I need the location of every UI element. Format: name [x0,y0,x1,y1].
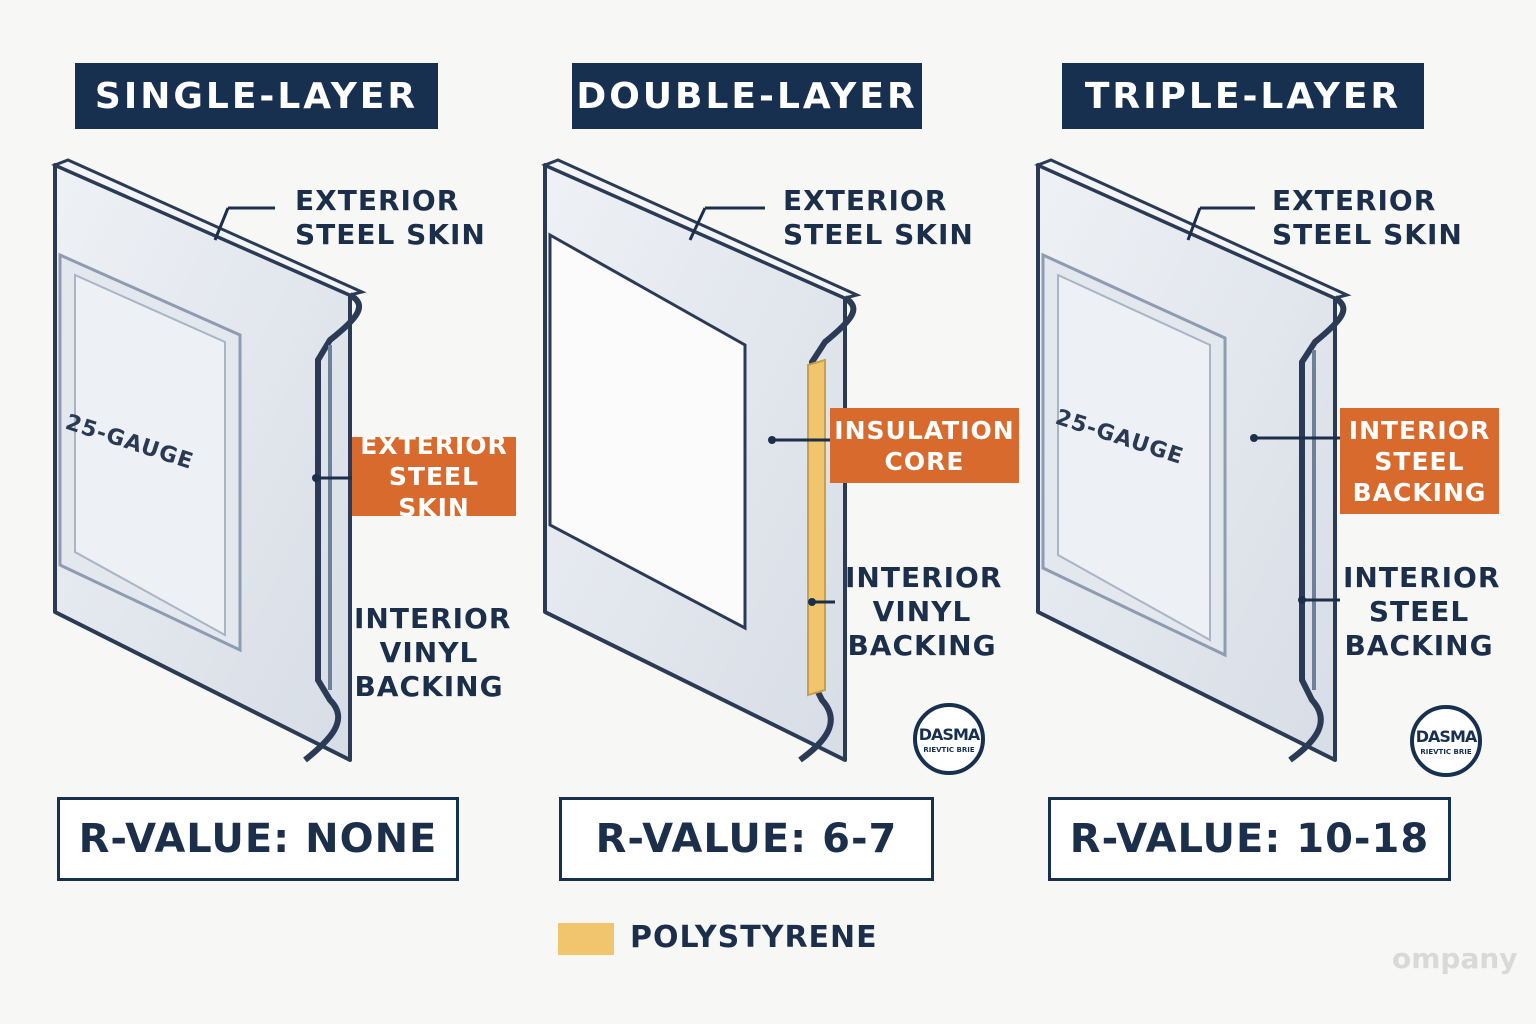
double-layer-panel [541,158,862,763]
insulation-core [807,358,826,697]
r-value-triple: R-VALUE: 10-18 [1048,797,1451,881]
panel-title-double: DOUBLE-LAYER [572,63,922,129]
panel-title-triple: TRIPLE-LAYER [1062,63,1424,129]
tag-single: EXTERIOR STEEL SKIN [352,431,516,522]
triple-layer-panel [1034,158,1352,763]
legend-swatch [558,923,614,955]
panel-title-single: SINGLE-LAYER [75,63,438,129]
tag-triple: INTERIOR STEEL BACKING [1340,408,1499,514]
top-label-double: EXTERIOR STEEL SKIN [783,184,974,251]
top-label-triple: EXTERIOR STEEL SKIN [1272,184,1463,251]
single-layer-panel [51,158,367,763]
leader-line [213,207,230,241]
tag-double: INSULATION CORE [830,408,1019,483]
r-value-single: R-VALUE: NONE [57,797,459,881]
bottom-label-triple: INTERIOR STEEL BACKING [1343,561,1501,662]
legend-label: POLYSTYRENE [630,920,878,955]
dasma-badge-triple: DASMA RIEVTIC BRIE [1410,705,1482,777]
dasma-badge-double: DASMA RIEVTIC BRIE [913,703,985,775]
r-value-double: R-VALUE: 6-7 [559,797,934,881]
top-label-single: EXTERIOR STEEL SKIN [295,184,486,251]
bottom-label-single: INTERIOR VINYL BACKING [354,602,512,703]
watermark: ompany [1392,942,1518,975]
bottom-label-double: INTERIOR VINYL BACKING [845,561,1003,662]
